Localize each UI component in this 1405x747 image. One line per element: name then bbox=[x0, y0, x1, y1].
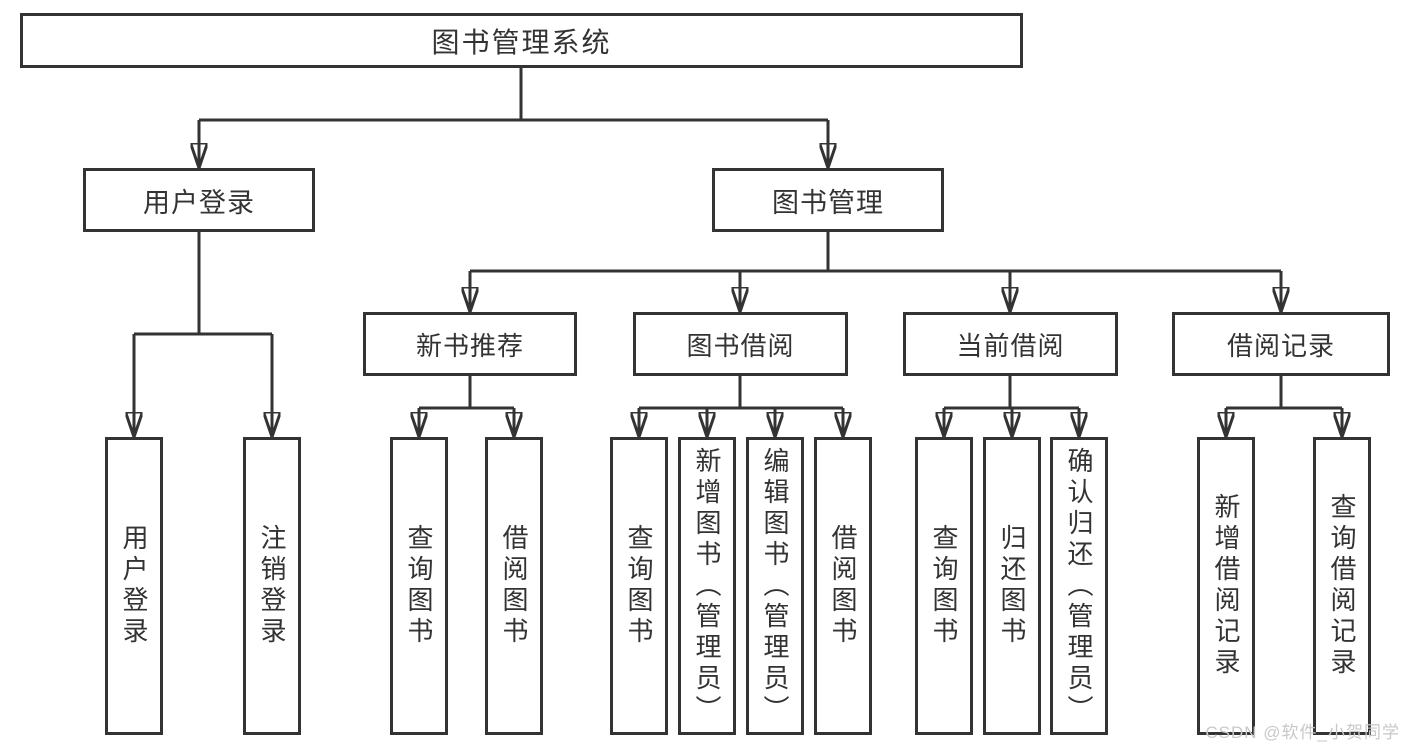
node-book-management-label: 图书管理 bbox=[772, 187, 884, 218]
node-book-management: 图书管理 bbox=[712, 168, 944, 232]
leaf-recommend-borrow-books-label: 借阅图书 bbox=[499, 524, 529, 648]
csdn-watermark: CSDN @软件_小贺同学 bbox=[1205, 723, 1400, 742]
leaf-records-query-record: 查询借阅记录 bbox=[1313, 437, 1371, 735]
leaf-user-login: 用户登录 bbox=[105, 437, 163, 735]
leaf-borrowing-query-books-label: 查询图书 bbox=[624, 524, 654, 648]
leaf-borrowing-add-books-admin: 新增图书（管理员） bbox=[678, 437, 736, 735]
leaf-borrowing-borrow-books: 借阅图书 bbox=[814, 437, 872, 735]
node-new-book-recommend-label: 新书推荐 bbox=[415, 330, 524, 361]
root-branch bbox=[199, 68, 828, 168]
leaf-borrowing-borrow-books-label: 借阅图书 bbox=[828, 524, 858, 648]
leaf-records-add-record-label: 新增借阅记录 bbox=[1211, 493, 1241, 679]
leaf-records-add-record: 新增借阅记录 bbox=[1197, 437, 1255, 735]
node-user-login-label: 用户登录 bbox=[143, 187, 255, 218]
user-login-branch bbox=[134, 232, 272, 437]
node-root-label: 图书管理系统 bbox=[431, 26, 612, 58]
node-borrowing-records: 借阅记录 bbox=[1172, 312, 1390, 376]
leaf-recommend-query-books-label: 查询图书 bbox=[404, 524, 434, 648]
leaf-current-return-books: 归还图书 bbox=[983, 437, 1041, 735]
node-new-book-recommend: 新书推荐 bbox=[363, 312, 577, 376]
leaf-current-return-books-label: 归还图书 bbox=[997, 524, 1027, 648]
leaf-user-login-label: 用户登录 bbox=[119, 524, 149, 648]
node-current-borrowing: 当前借阅 bbox=[903, 312, 1118, 376]
leaf-logout: 注销登录 bbox=[243, 437, 301, 735]
leaf-current-confirm-return-admin-label: 确认归还（管理员） bbox=[1064, 446, 1094, 726]
leaf-borrowing-edit-books-admin: 编辑图书（管理员） bbox=[746, 437, 804, 735]
node-user-login: 用户登录 bbox=[83, 168, 315, 232]
node-book-borrowing-label: 图书借阅 bbox=[686, 330, 795, 361]
leaf-records-query-record-label: 查询借阅记录 bbox=[1327, 493, 1357, 679]
book-management-branch bbox=[470, 232, 1281, 312]
leaf-current-query-books-label: 查询图书 bbox=[929, 524, 959, 648]
leaf-current-query-books: 查询图书 bbox=[915, 437, 973, 735]
leaf-recommend-borrow-books: 借阅图书 bbox=[485, 437, 543, 735]
new-book-recommend-branch bbox=[419, 376, 514, 437]
leaf-borrowing-add-books-admin-label: 新增图书（管理员） bbox=[692, 446, 722, 726]
borrowing-records-branch bbox=[1226, 376, 1342, 437]
node-borrowing-records-label: 借阅记录 bbox=[1226, 330, 1335, 361]
leaf-current-confirm-return-admin: 确认归还（管理员） bbox=[1050, 437, 1108, 735]
current-borrowing-branch bbox=[944, 376, 1079, 437]
book-borrowing-branch bbox=[639, 376, 843, 437]
leaf-borrowing-query-books: 查询图书 bbox=[610, 437, 668, 735]
leaf-borrowing-edit-books-admin-label: 编辑图书（管理员） bbox=[760, 446, 790, 726]
leaf-recommend-query-books: 查询图书 bbox=[390, 437, 448, 735]
node-book-borrowing: 图书借阅 bbox=[633, 312, 848, 376]
node-root: 图书管理系统 bbox=[20, 13, 1023, 68]
node-current-borrowing-label: 当前借阅 bbox=[956, 330, 1065, 361]
leaf-logout-label: 注销登录 bbox=[257, 524, 287, 648]
